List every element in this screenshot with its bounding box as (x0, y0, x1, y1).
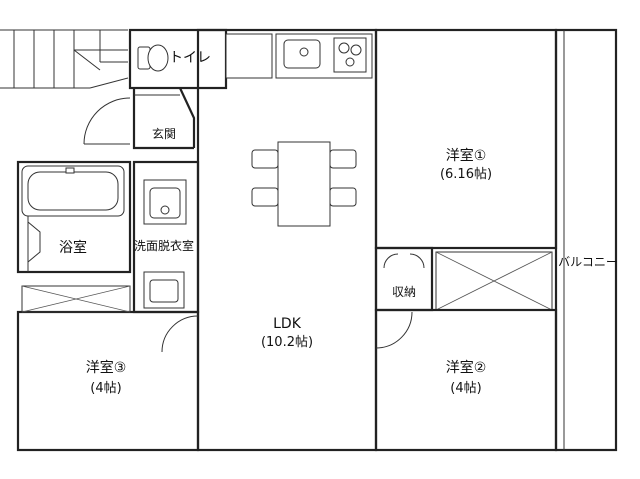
western-room-1-label: 洋室① (446, 147, 487, 164)
western-room-2-label: 洋室② (446, 359, 487, 376)
western-room-2: 洋室② (4帖) (374, 308, 558, 452)
dining-table (277, 141, 331, 227)
ldk-size-label: (10.2帖) (261, 335, 313, 350)
staircase (0, 29, 129, 89)
stove (333, 37, 367, 73)
washroom: 洗面脱衣室 (132, 160, 200, 314)
chair (251, 149, 279, 169)
western-room-3-size-label: (4帖) (90, 381, 121, 396)
toilet-bowl (147, 44, 169, 72)
storage-door-swing (383, 253, 399, 269)
entrance-label: 玄関 (152, 126, 176, 141)
western-room-3-door-swing (161, 315, 199, 353)
balcony: バルコニー (554, 28, 618, 452)
western-room-2-size-label: (4帖) (450, 381, 481, 396)
bathroom: 浴室 (16, 160, 132, 274)
western-room-3-label: 洋室③ (86, 359, 127, 376)
ldk-label: LDK (273, 316, 302, 332)
toilet-room: トイレ (128, 28, 228, 90)
toilet-label: トイレ (169, 50, 211, 66)
ldk-room: LDK (10.2帖) (196, 28, 378, 452)
storage-label: 収納 (392, 285, 416, 299)
bath-label: 浴室 (59, 239, 87, 256)
western-room-3-closet (21, 285, 131, 313)
western-room-3: 洋室③ (4帖) (16, 285, 200, 452)
western-room-2-door-swing (375, 311, 413, 349)
washroom-label: 洗面脱衣室 (134, 238, 194, 253)
balcony-label: バルコニー (558, 255, 618, 269)
western-room-2-closet (435, 251, 553, 311)
entrance-area: 玄関 (83, 87, 196, 150)
western-room-1: 洋室① (6.16帖) (374, 28, 558, 250)
fridge-space (225, 33, 273, 79)
entrance-door-swing (83, 97, 131, 145)
storage-closet: 収納 (374, 246, 434, 312)
western-room-1-size-label: (6.16帖) (440, 167, 492, 182)
chair (251, 187, 279, 207)
chair (329, 187, 357, 207)
chair (329, 149, 357, 169)
